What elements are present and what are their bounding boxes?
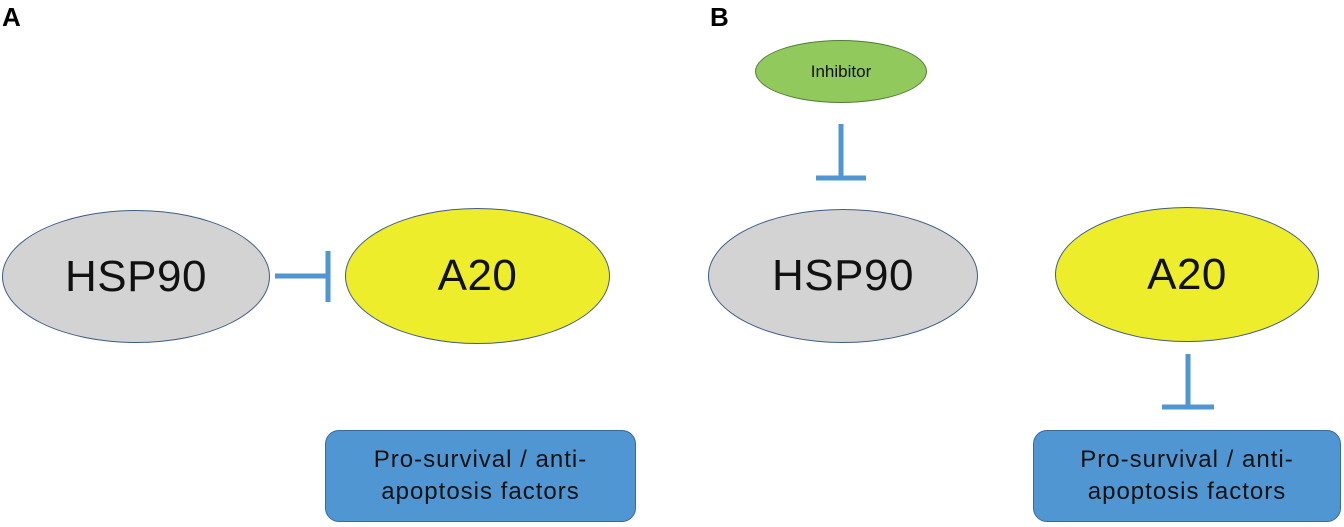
panel-b-factors-line2: apoptosis factors	[1087, 478, 1287, 505]
panel-b-hsp90-node: HSP90	[708, 209, 978, 343]
panel-a-hsp90-label: HSP90	[65, 251, 207, 301]
panel-a-label: A	[2, 2, 21, 32]
panel-b-factors-line1: Pro-survival / anti-	[1080, 446, 1294, 474]
panel-a-hsp90-node: HSP90	[2, 210, 270, 343]
panel-a-factors-line2: apoptosis factors	[381, 478, 580, 505]
panel-b-factors-box: Pro-survival / anti- apoptosis factors	[1033, 430, 1341, 522]
panel-b-inhibitor-label: Inhibitor	[810, 61, 872, 81]
panel-b-a20-node: A20	[1055, 207, 1319, 342]
edge-a-hsp90-inhibits-a20	[275, 251, 331, 302]
panel-a-a20-node: A20	[345, 208, 610, 344]
panel-a-a20-label: A20	[437, 251, 518, 300]
panel-b-inhibitor-node: Inhibitor	[755, 40, 927, 103]
panel-b-label: B	[710, 2, 729, 32]
panel-b-hsp90-label: HSP90	[772, 251, 914, 300]
edge-b-inhibitor-inhibits-hsp90	[816, 124, 866, 181]
edge-b-a20-inhibits-factors	[1162, 354, 1214, 410]
panel-a-factors-line1: Pro-survival / anti-	[373, 446, 588, 474]
panel-b-a20-label: A20	[1147, 249, 1227, 299]
panel-a-factors-box: Pro-survival / anti- apoptosis factors	[325, 430, 636, 522]
